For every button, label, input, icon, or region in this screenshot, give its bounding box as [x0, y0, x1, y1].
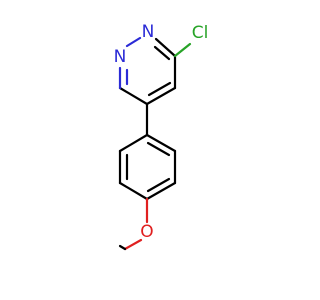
structure-canvas: N N Cl O: [114, 22, 209, 251]
bond-b6-b1: [118, 133, 149, 153]
bond-c3-cl: [173, 42, 192, 58]
atom-n2-label: N: [142, 22, 155, 42]
bond-b1-b2-inner: [146, 141, 171, 157]
bond-c4-c5-double: [145, 86, 177, 106]
atom-n1-label: N: [114, 47, 127, 67]
bond-b3-b4: [145, 181, 177, 201]
bond-n1-n2: [125, 36, 142, 48]
bond-b3-b4-inner: [146, 177, 171, 193]
bond-o-ch3: [123, 238, 143, 251]
atom-cl-label: Cl: [192, 23, 209, 43]
bond-b1-b2: [145, 133, 177, 153]
bond-b4-b5: [118, 181, 149, 201]
bond-n2-c3-inner: [153, 45, 171, 61]
bond-c4-c5-inner: [147, 81, 172, 97]
molecule-diagram: N N Cl O: [114, 22, 209, 251]
bond-n2-c3: [154, 37, 177, 58]
atom-o-label: O: [140, 222, 153, 242]
bond-c5-c6: [118, 86, 149, 106]
bond-ch3: [118, 244, 127, 251]
